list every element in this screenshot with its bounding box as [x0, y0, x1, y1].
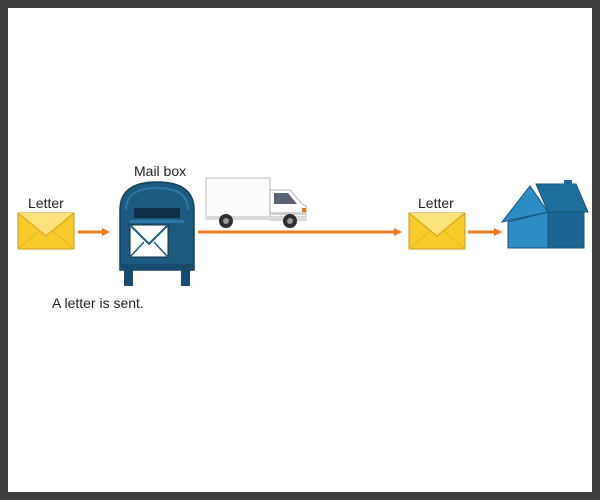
truck-icon: [205, 177, 307, 228]
envelope-icon: [408, 212, 466, 250]
letter-label-sender: Letter: [28, 195, 64, 211]
diagram-canvas: [8, 8, 592, 492]
diagram-caption: A letter is sent.: [52, 295, 144, 311]
envelope-icon: [17, 212, 75, 250]
mailbox-label: Mail box: [134, 163, 187, 179]
letter-label-receiver: Letter: [418, 195, 454, 211]
mailbox-icon: [119, 181, 195, 286]
house-icon: [500, 180, 589, 249]
